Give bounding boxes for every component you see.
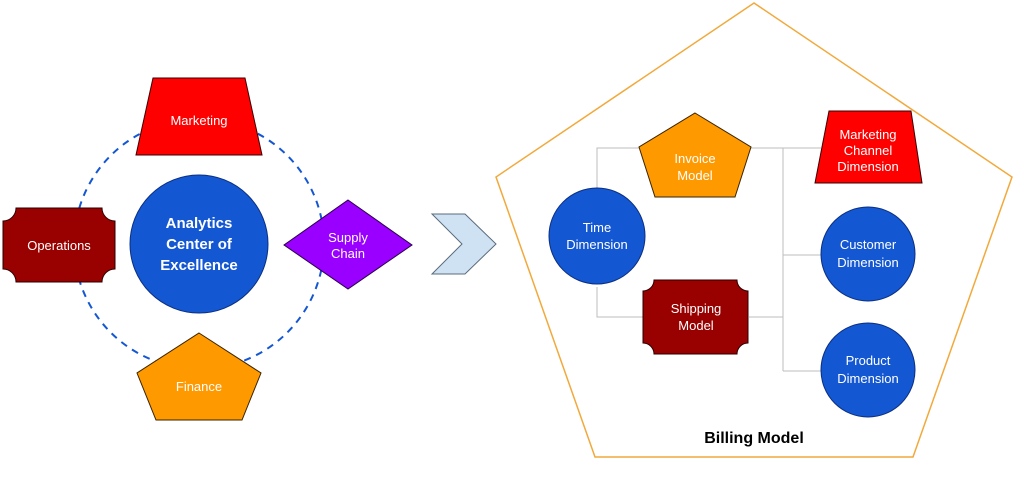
center-label-line-3: Excellence (160, 257, 238, 274)
marketing-channel-label-line-3: Dimension (837, 159, 898, 174)
billing-model-title: Billing Model (704, 430, 804, 447)
marketing-label: Marketing (170, 113, 227, 128)
marketing-channel-dimension-node[interactable]: Marketing Channel Dimension (814, 110, 923, 184)
marketing-channel-label-line-1: Marketing (839, 127, 896, 142)
shipping-model-label-line-2: Model (678, 318, 714, 333)
operations-node[interactable]: Operations (2, 207, 116, 283)
customer-dimension-node[interactable]: Customer Dimension (820, 206, 916, 302)
invoice-model-label-line-1: Invoice (674, 151, 715, 166)
time-dimension-node[interactable]: Time Dimension (548, 187, 646, 285)
finance-node[interactable]: Finance (136, 332, 262, 421)
product-dimension-label-line-2: Dimension (837, 371, 898, 386)
marketing-node[interactable]: Marketing (135, 77, 263, 156)
product-dimension-node[interactable]: Product Dimension (820, 322, 916, 418)
supply-chain-label-line-2: Chain (331, 246, 365, 261)
shipping-model-label-line-1: Shipping (671, 301, 722, 316)
operations-label: Operations (27, 238, 91, 253)
center-label-line-1: Analytics (166, 215, 233, 232)
analytics-center-node[interactable]: Analytics Center of Excellence (129, 174, 269, 314)
center-label-line-2: Center of (166, 236, 233, 253)
product-dimension-label-line-1: Product (846, 353, 891, 368)
shipping-model-node[interactable]: Shipping Model (642, 279, 749, 355)
invoice-model-node[interactable]: Invoice Model (638, 112, 752, 198)
supply-chain-node[interactable]: Supply Chain (283, 199, 413, 290)
time-dimension-label-line-1: Time (583, 220, 611, 235)
billing-model-container (495, 2, 1013, 458)
transition-chevron (430, 213, 497, 275)
marketing-channel-label-line-2: Channel (844, 143, 893, 158)
supply-chain-label-line-1: Supply (328, 230, 368, 245)
time-dimension-label-line-2: Dimension (566, 237, 627, 252)
customer-dimension-label-line-2: Dimension (837, 255, 898, 270)
finance-label: Finance (176, 379, 222, 394)
customer-dimension-label-line-1: Customer (840, 237, 897, 252)
connector-lines (596, 147, 821, 372)
invoice-model-label-line-2: Model (677, 168, 713, 183)
